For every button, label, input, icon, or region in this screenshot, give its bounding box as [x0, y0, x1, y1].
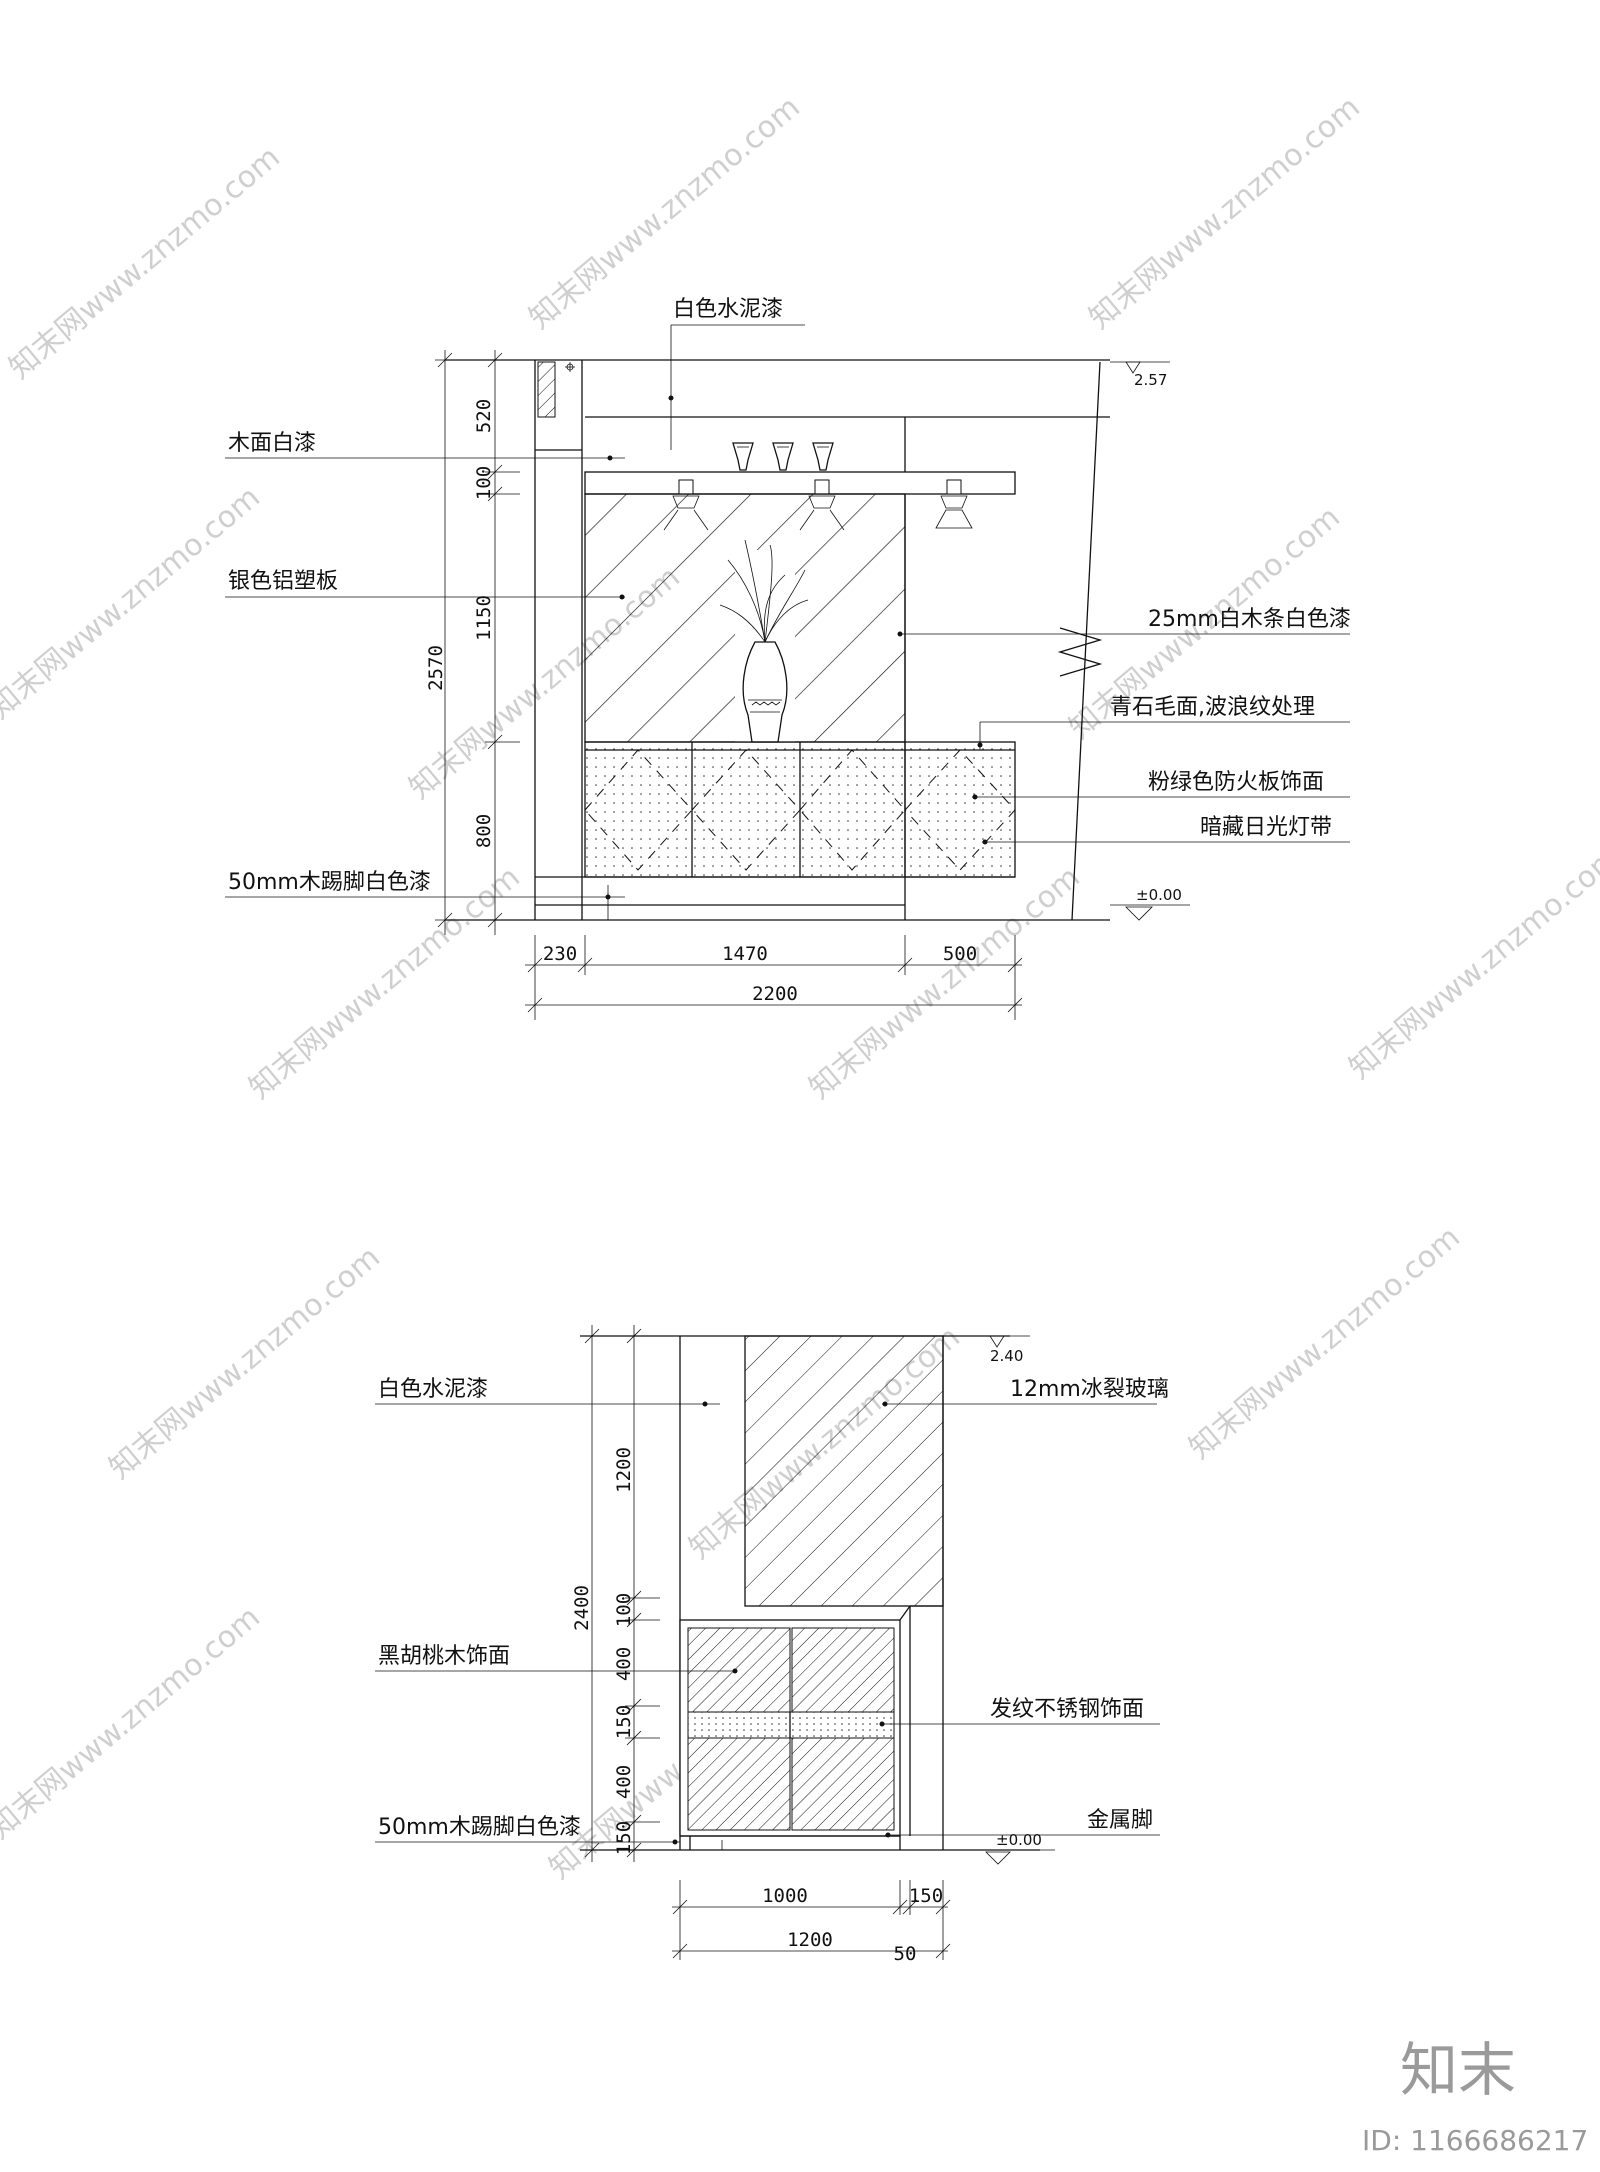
watermark-layer: 知末网www.znzmo.com 知末网www.znzmo.com 知末网www… — [0, 90, 1600, 1886]
elevation-b: 2400 1200 100 400 150 400 150 1000 150 1… — [375, 1325, 1169, 1965]
dim-total-height: 2400 — [571, 1585, 593, 1631]
label-hidden-light-strip: 暗藏日光灯带 — [1200, 815, 1332, 840]
dim-150-base: 150 — [613, 1821, 635, 1855]
dim-1200: 1200 — [787, 1929, 833, 1951]
dim-800: 800 — [473, 814, 495, 848]
watermark-text: 知末网www.znzmo.com — [3, 140, 287, 386]
level-marker-top: 2.57 — [1110, 361, 1170, 389]
dim-400-upper: 400 — [613, 1647, 635, 1681]
dim-230: 230 — [543, 943, 577, 965]
svg-text:2.40: 2.40 — [990, 1347, 1023, 1365]
watermark-text: 知末网www.znzmo.com — [0, 1600, 267, 1846]
dim-100: 100 — [473, 466, 495, 500]
label-white-cement-paint: 白色水泥漆 — [378, 1377, 488, 1402]
dim-50: 50 — [894, 1943, 917, 1965]
watermark-text: 知末网www.znzmo.com — [0, 480, 267, 726]
dim-1200: 1200 — [613, 1447, 635, 1493]
dim-100: 100 — [613, 1593, 635, 1627]
dim-2200: 2200 — [752, 983, 798, 1005]
level-marker-floor: ±0.00 — [1110, 886, 1190, 921]
label-green-fireproof-board: 粉绿色防火板饰面 — [1148, 770, 1324, 795]
label-metal-leg: 金属脚 — [1087, 1808, 1153, 1833]
label-skirting: 50mm木踢脚白色漆 — [228, 870, 431, 895]
label-black-walnut: 黑胡桃木饰面 — [378, 1644, 510, 1669]
watermark-text: 知末网www.znzmo.com — [803, 860, 1087, 1106]
level-marker-top: 2.40 — [989, 1335, 1030, 1365]
label-white-cement-paint: 白色水泥漆 — [673, 297, 783, 322]
horizontal-dimensions: 1000 150 1200 50 — [672, 1880, 951, 1965]
brand-watermark: 知末 ID: 1166686217 — [1362, 2036, 1588, 2157]
dim-500: 500 — [943, 943, 977, 965]
shelf-vases-icon — [732, 442, 834, 471]
label-bluestone: 青石毛面,波浪纹处理 — [1110, 695, 1315, 720]
label-silver-aluminum-panel: 银色铝塑板 — [228, 569, 338, 594]
dim-520: 520 — [473, 399, 495, 433]
dim-150: 150 — [909, 1885, 943, 1907]
svg-text:±0.00: ±0.00 — [996, 1831, 1042, 1849]
label-white-wood-strip: 25mm白木条白色漆 — [1148, 607, 1351, 632]
plant-vase-icon — [719, 539, 809, 743]
elevation-a: 2570 520 100 1150 800 230 1470 500 2200 — [225, 297, 1351, 1020]
label-brushed-stainless: 发纹不锈钢饰面 — [990, 1697, 1144, 1722]
level-marker-floor: ±0.00 — [980, 1831, 1055, 1865]
label-skirting: 50mm木踢脚白色漆 — [378, 1815, 581, 1840]
dim-1000: 1000 — [762, 1885, 808, 1907]
downlight-icon — [935, 479, 973, 529]
svg-text:2.57: 2.57 — [1134, 371, 1167, 389]
watermark-text: 知末网www.znzmo.com — [1183, 1220, 1467, 1466]
watermark-text: 知末网www.znzmo.com — [1343, 840, 1600, 1086]
watermark-text: 知末网www.znzmo.com — [103, 1240, 387, 1486]
dim-400-lower: 400 — [613, 1765, 635, 1799]
dim-1150: 1150 — [473, 595, 495, 641]
dim-total-height: 2570 — [425, 645, 447, 691]
horizontal-dimensions: 230 1470 500 2200 — [525, 935, 1023, 1020]
svg-text:±0.00: ±0.00 — [1136, 886, 1182, 904]
annotation-labels: 白色水泥漆 木面白漆 银色铝塑板 25mm白木条白色漆 青石毛面,波浪纹处理 粉… — [225, 297, 1351, 920]
brand-logo: 知末 — [1400, 2036, 1516, 2104]
dim-150-band: 150 — [613, 1705, 635, 1739]
watermark-text: 知末网www.znzmo.com — [1083, 90, 1367, 336]
label-wood-white-paint: 木面白漆 — [228, 431, 316, 456]
annotation-labels: 白色水泥漆 12mm冰裂玻璃 黑胡桃木饰面 发纹不锈钢饰面 50mm木踢脚白色漆… — [375, 1377, 1169, 1845]
label-crackle-glass: 12mm冰裂玻璃 — [1010, 1377, 1169, 1402]
vertical-dimensions: 2400 1200 100 400 150 400 150 — [571, 1325, 660, 1862]
vertical-dimensions: 2570 520 100 1150 800 — [425, 350, 520, 935]
dim-1470: 1470 — [722, 943, 768, 965]
brand-id: ID: 1166686217 — [1362, 2124, 1588, 2157]
